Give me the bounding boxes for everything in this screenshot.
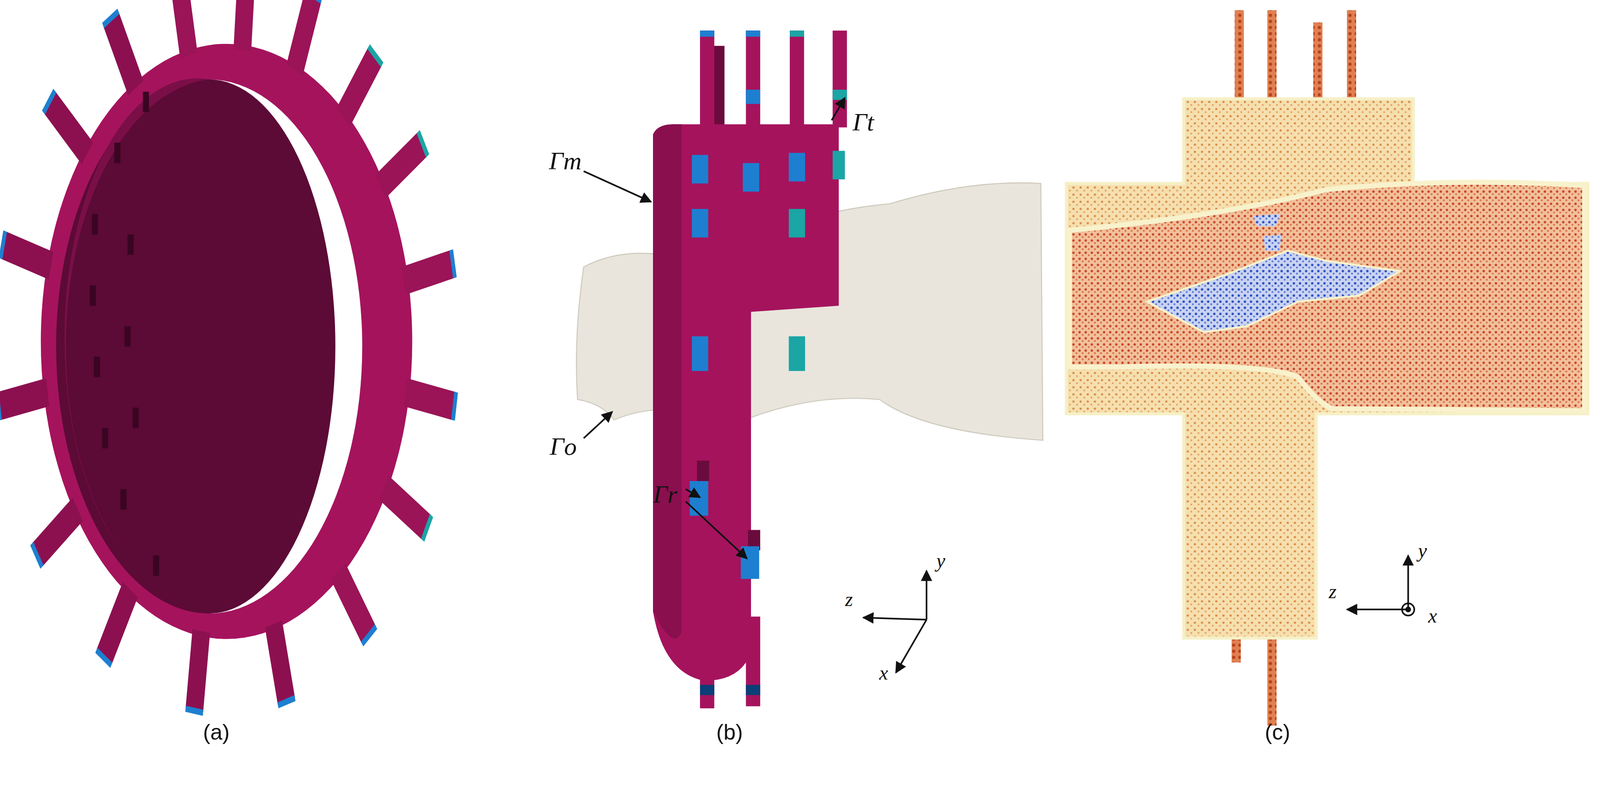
leader-lines	[583, 98, 846, 559]
mesh-section	[1066, 10, 1588, 726]
panel-label: (b)	[716, 720, 743, 745]
electrode-ring-side	[652, 30, 847, 709]
axis-label: x	[1428, 605, 1438, 628]
panel-label: (a)	[202, 720, 230, 745]
boundary-label: Γt	[852, 108, 874, 137]
boundary-label: Γr	[652, 480, 678, 509]
panel-label: (c)	[1265, 720, 1291, 745]
axis-label: z	[845, 588, 853, 612]
axes-b	[863, 571, 927, 674]
boundary-label: Γm	[548, 147, 582, 176]
axis-label: x	[879, 662, 888, 685]
axes-c	[1346, 555, 1415, 616]
axis-label: y	[1417, 540, 1427, 563]
boundary-label: Γo	[549, 432, 577, 461]
axis-label: y	[936, 550, 946, 573]
axis-label: z	[1328, 580, 1337, 603]
electrode-ring	[0, 0, 458, 717]
